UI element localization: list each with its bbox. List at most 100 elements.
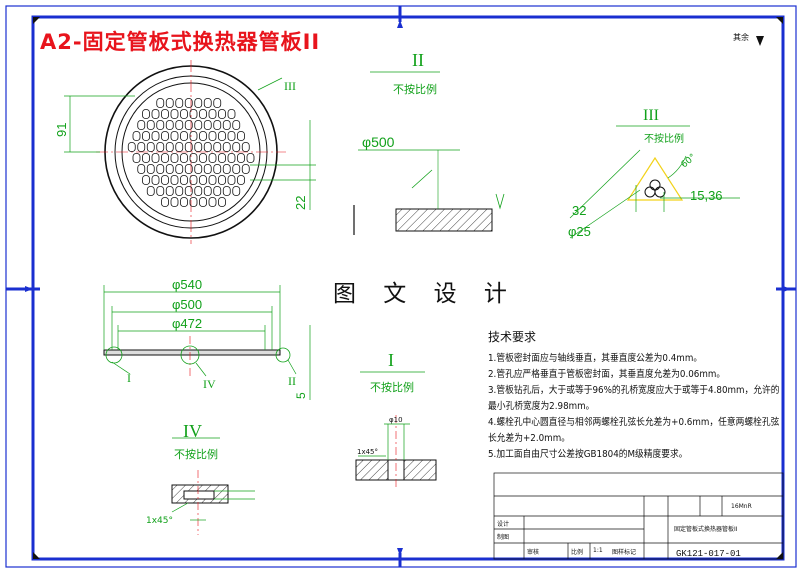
tube-hole xyxy=(208,153,217,163)
tube-hole xyxy=(184,120,193,130)
tube-hole xyxy=(213,186,222,196)
tube-hole xyxy=(146,142,155,152)
dim-32: 32 xyxy=(572,203,586,218)
tube-hole xyxy=(203,186,212,196)
tube-hole xyxy=(222,142,231,152)
tube-hole xyxy=(194,142,203,152)
tube-hole xyxy=(232,142,241,152)
surface-finish-note: 其余 xyxy=(733,33,749,42)
dim-d540: φ540 xyxy=(172,277,202,292)
tube-hole xyxy=(161,109,169,119)
tube-hole xyxy=(189,153,198,163)
tube-hole xyxy=(189,131,198,141)
detail-I-label: I xyxy=(388,350,394,370)
tube-hole xyxy=(222,120,231,130)
tube-hole xyxy=(146,186,155,196)
tube-hole xyxy=(203,142,212,152)
tube-hole xyxy=(175,98,184,108)
tube-hole xyxy=(151,175,160,185)
requirement-1: 1.管板密封面应与轴线垂直，其垂直度公差为0.4mm。 xyxy=(488,353,703,364)
leader-III-label: III xyxy=(284,79,296,93)
tube-hole xyxy=(180,197,188,207)
dim-d500-detail: φ500 xyxy=(362,134,395,150)
detail-III-label: III xyxy=(643,107,659,124)
tube-hole xyxy=(203,120,212,130)
tube-hole xyxy=(175,142,184,152)
dim-60-deg: 60° xyxy=(680,152,699,170)
tube-hole xyxy=(199,175,207,185)
tube-hole xyxy=(218,175,226,185)
tube-hole xyxy=(142,175,150,185)
tube-hole xyxy=(170,175,179,185)
tube-hole xyxy=(203,98,212,108)
tube-hole xyxy=(142,109,150,119)
tube-hole xyxy=(184,186,193,196)
tube-hole xyxy=(246,153,255,163)
tube-hole xyxy=(189,109,198,119)
tube-hole xyxy=(232,186,241,196)
tube-hole xyxy=(208,175,217,185)
tube-hole xyxy=(170,109,179,119)
title-block-label-design: 设计 xyxy=(497,521,510,528)
tube-hole xyxy=(218,197,226,207)
dim-5: 5 xyxy=(294,392,308,399)
tube-hole xyxy=(151,131,160,141)
requirement-3: 3.管板钻孔后，大于或等于96%的孔桥宽度应大于或等于4.80mm，允许的最小孔… xyxy=(488,385,780,412)
tube-hole xyxy=(151,153,160,163)
roughness-symbol xyxy=(756,36,764,46)
tube-hole xyxy=(180,175,188,185)
title-block-label-mark: 图样标记 xyxy=(612,549,637,556)
part-name: 固定管板式换热器管板II xyxy=(674,525,738,533)
material: 16MnR xyxy=(731,503,752,510)
requirement-2: 2.管孔应严格垂直于管板密封面，其垂直度允差为0.06mm。 xyxy=(488,369,726,380)
tube-hole xyxy=(237,153,245,163)
tube-hole xyxy=(137,120,146,130)
tube-hole xyxy=(227,153,236,163)
arrow-markers xyxy=(25,20,791,556)
tube-hole xyxy=(199,153,207,163)
tube-hole xyxy=(213,164,222,174)
tube-hole xyxy=(161,197,169,207)
detail-IV-label: IV xyxy=(183,421,202,441)
tube-hole xyxy=(132,153,141,163)
tube-hole xyxy=(156,164,165,174)
tube-hole xyxy=(227,109,236,119)
detail-IV-scale: 不按比例 xyxy=(174,447,218,461)
tube-hole xyxy=(165,98,174,108)
tube-hole xyxy=(222,186,231,196)
tube-hole xyxy=(194,98,203,108)
detail-I-scale: 不按比例 xyxy=(370,380,414,394)
corner-triangles xyxy=(33,17,783,559)
tube-hole xyxy=(213,142,222,152)
dim-d10: φ10 xyxy=(389,416,403,424)
title-block-scale-value: 1:1 xyxy=(593,547,603,554)
tube-hole xyxy=(127,142,136,152)
tube-hole xyxy=(142,153,150,163)
leader-II-label: II xyxy=(288,374,296,388)
dim-d472: φ472 xyxy=(172,316,202,331)
tube-hole xyxy=(175,164,184,174)
tube-hole xyxy=(165,120,174,130)
tube-hole xyxy=(227,131,236,141)
tube-hole xyxy=(241,142,250,152)
tube-hole xyxy=(184,98,193,108)
detail-III xyxy=(569,125,740,239)
dim-d25: φ25 xyxy=(568,224,591,239)
tube-hole xyxy=(156,142,165,152)
tube-hole xyxy=(156,98,165,108)
tube-hole xyxy=(213,120,222,130)
tube-hole xyxy=(146,164,155,174)
tube-hole xyxy=(232,164,241,174)
tube-hole xyxy=(199,131,207,141)
tube-hole xyxy=(165,186,174,196)
tube-hole xyxy=(161,175,169,185)
tube-hole xyxy=(184,164,193,174)
tube-hole-pattern xyxy=(127,98,255,207)
tube-hole xyxy=(227,175,236,185)
tube-hole xyxy=(170,197,179,207)
tube-hole xyxy=(218,109,226,119)
tube-hole xyxy=(132,131,141,141)
tube-hole xyxy=(137,142,146,152)
detail-III-scale: 不按比例 xyxy=(644,132,684,145)
